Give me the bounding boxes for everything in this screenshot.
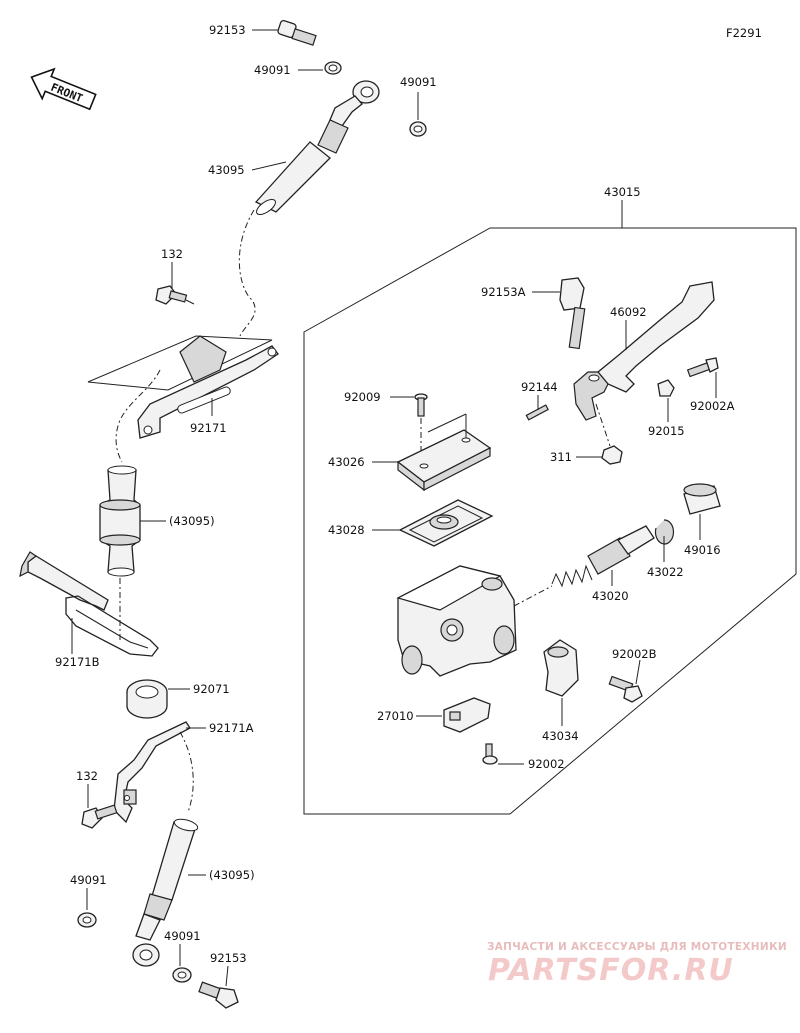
label-43034: 43034: [542, 729, 579, 743]
banjo-bolt-bottom: [198, 981, 239, 1009]
label-92144: 92144: [521, 380, 558, 394]
label-92002: 92002: [528, 757, 565, 771]
screw-92009: [414, 393, 428, 417]
label-43095-top: 43095: [208, 163, 245, 177]
watermark: ЗАПЧАСТИ И АКСЕССУАРЫ ДЛЯ МОТОТЕХНИКИ PA…: [487, 941, 787, 988]
clamp-92171a: [113, 721, 191, 824]
nut-311: [601, 445, 623, 465]
label-43095-bottom: (43095): [209, 868, 255, 882]
brake-hose-top: [254, 80, 380, 216]
label-27010: 27010: [377, 709, 414, 723]
diaphragm-43028: [398, 499, 494, 547]
banjo-bolt-top: [277, 20, 317, 46]
front-arrow-icon: FRONT: [30, 67, 97, 111]
label-49091-top-right: 49091: [400, 75, 437, 89]
label-43028: 43028: [328, 523, 365, 537]
reservoir-cap-43026: [396, 413, 492, 492]
bolt-92002b: [608, 675, 643, 703]
brake-lever-46092: [573, 281, 715, 421]
label-49016: 49016: [684, 543, 721, 557]
label-92171a: 92171A: [209, 721, 254, 735]
label-49091-bottom-left: 49091: [70, 873, 107, 887]
brake-hose-mid: [99, 465, 141, 577]
label-92153a: 92153A: [481, 285, 526, 299]
clamp-92171: [87, 335, 279, 439]
label-311: 311: [550, 450, 572, 464]
label-92002b: 92002B: [612, 647, 657, 661]
bolt-92153a: [559, 277, 586, 350]
leader-lines: [71, 29, 717, 987]
label-92153-top: 92153: [209, 23, 246, 37]
label-43020: 43020: [592, 589, 629, 603]
brake-hose-bottom: [132, 818, 199, 967]
master-cylinder-body: [396, 565, 517, 677]
label-43022: 43022: [647, 565, 684, 579]
clamp-92171b: [19, 551, 159, 657]
grommet-92071: [126, 679, 168, 719]
pin-92144: [525, 404, 549, 421]
figure-code: F2291: [726, 26, 762, 40]
label-92153-bottom: 92153: [210, 951, 247, 965]
label-132-bottom: 132: [76, 769, 98, 783]
switch-27010: [443, 697, 491, 733]
bolt-132-top: [155, 285, 188, 305]
label-43095-mid: (43095): [169, 514, 215, 528]
label-92015: 92015: [648, 424, 685, 438]
label-92171: 92171: [190, 421, 227, 435]
label-132-top: 132: [161, 247, 183, 261]
label-46092: 46092: [610, 305, 647, 319]
screw-92002: [482, 743, 498, 765]
piston-43020: [551, 525, 655, 588]
bolt-132-bottom: [81, 804, 118, 829]
nut-92015: [657, 379, 675, 397]
holder-43034: [543, 639, 579, 697]
label-92009: 92009: [344, 390, 381, 404]
label-49091-bottom-right: 49091: [164, 929, 201, 943]
label-43015: 43015: [604, 185, 641, 199]
bolt-92002a: [686, 357, 719, 378]
label-43026: 43026: [328, 455, 365, 469]
watermark-tagline: ЗАПЧАСТИ И АКСЕССУАРЫ ДЛЯ МОТОТЕХНИКИ: [487, 941, 787, 953]
assembly-frame-43015: [303, 227, 797, 815]
watermark-logo: PARTSFOR.RU: [488, 953, 734, 988]
part-labels: 92153 49091 49091 43095 132 92171 (43095…: [55, 23, 735, 965]
label-92002a: 92002A: [690, 399, 735, 413]
label-49091-top-left: 49091: [254, 63, 291, 77]
dust-boot-49016: [683, 483, 721, 515]
circlip-43022: [654, 519, 675, 545]
label-92071: 92071: [193, 682, 230, 696]
label-92171b: 92171B: [55, 655, 100, 669]
